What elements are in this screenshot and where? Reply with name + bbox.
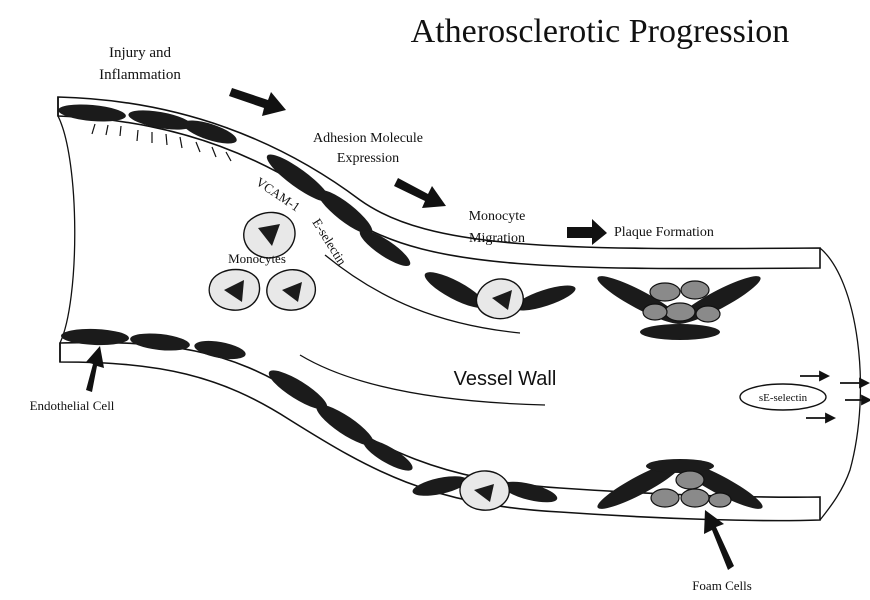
label-vessel-wall: Vessel Wall [454,368,557,390]
label-adhesion-1: Adhesion Molecule [313,131,423,146]
monocyte-migrating-lower [460,471,509,510]
label-endothelial-cell: Endothelial Cell [30,398,115,413]
arrow-injury [229,88,286,116]
plaque-upper [593,270,764,340]
arrow-migration [567,219,607,245]
arrow-adhesion [394,178,446,208]
label-injury-2: Inflammation [99,67,181,83]
label-plaque-formation: Plaque Formation [614,225,714,240]
label-foam-cells: Foam Cells [692,578,752,593]
vessel-left-opening [58,116,75,343]
label-eselectin: E-selectin [309,216,350,268]
monocyte-left [209,270,259,311]
label-migration-2: Migration [469,231,525,246]
label-adhesion-2: Expression [337,151,399,166]
vessel-right-opening [820,248,860,520]
monocyte-migrating-upper [476,279,523,319]
label-injury-1: Injury and [109,45,172,61]
label-se-selectin: sE-selectin [759,392,808,404]
monocyte-right [267,270,316,310]
diagram-title: Atherosclerotic Progression [411,13,790,50]
label-migration-1: Monocyte [469,209,526,224]
label-monocytes: Monocytes [228,251,286,266]
